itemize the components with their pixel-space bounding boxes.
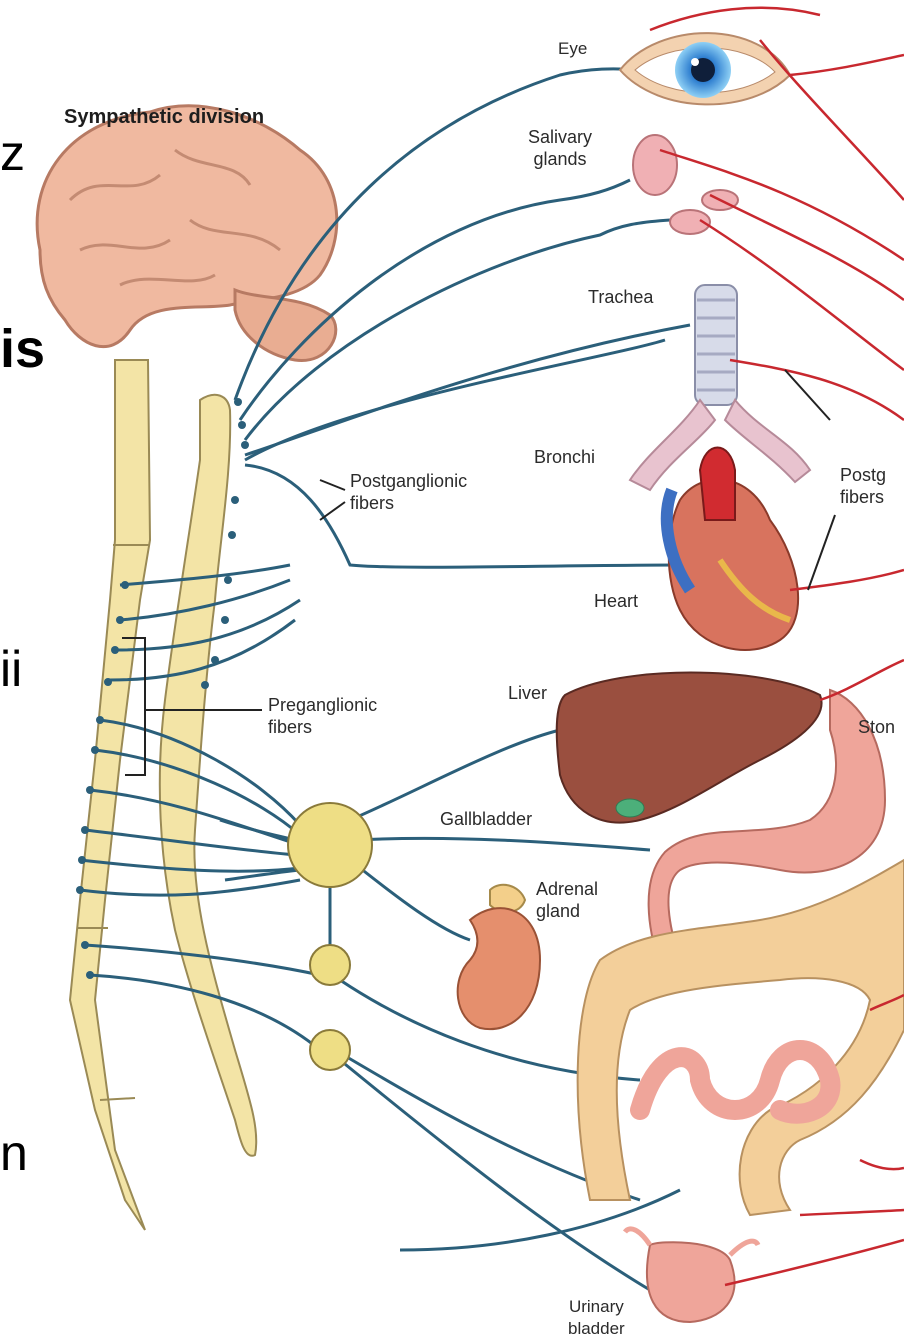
- liver-organ: [557, 673, 822, 823]
- brain: [37, 106, 337, 361]
- salivary-glands: [633, 135, 738, 234]
- slide-fragment-z: z: [0, 124, 25, 182]
- small-intestine-organ: [640, 1050, 830, 1114]
- adrenal-kidney-organ: [458, 885, 540, 1029]
- slide-fragment-ii: ii: [0, 640, 22, 698]
- label-liver: Liver: [508, 682, 547, 704]
- celiac-ganglion: [288, 803, 372, 887]
- label-postganglionic-left: Postganglionic fibers: [350, 470, 467, 514]
- label-adrenal-gland: Adrenal gland: [536, 878, 598, 922]
- diagram-title: Sympathetic division: [64, 106, 264, 128]
- label-gallbladder: Gallbladder: [440, 808, 532, 830]
- label-bronchi: Bronchi: [534, 446, 595, 468]
- slide-fragment-is: is: [0, 318, 45, 380]
- postg-right-leader-2: [808, 515, 835, 590]
- label-postganglionic-right: Postg fibers: [840, 464, 886, 508]
- trachea-organ: [695, 285, 737, 405]
- large-intestine-organ: [578, 860, 904, 1215]
- label-trachea: Trachea: [588, 286, 653, 308]
- parasympathetic-fibers: [650, 8, 904, 1285]
- label-urinary-bladder: Urinary bladder: [568, 1296, 625, 1340]
- postg-right-leader-1: [785, 370, 830, 420]
- label-salivary-glands: Salivary glands: [528, 126, 592, 170]
- heart-organ: [667, 448, 798, 651]
- slide-fragment-n: n: [0, 1124, 28, 1182]
- postganglionic-leader: [320, 480, 345, 520]
- urinary-bladder-organ: [625, 1229, 758, 1322]
- label-heart: Heart: [594, 590, 638, 612]
- label-eye: Eye: [558, 38, 587, 60]
- label-stomach: Ston: [858, 716, 895, 738]
- superior-mesenteric-ganglion: [310, 945, 350, 985]
- label-preganglionic: Preganglionic fibers: [268, 694, 377, 738]
- inferior-mesenteric-ganglion: [310, 1030, 350, 1070]
